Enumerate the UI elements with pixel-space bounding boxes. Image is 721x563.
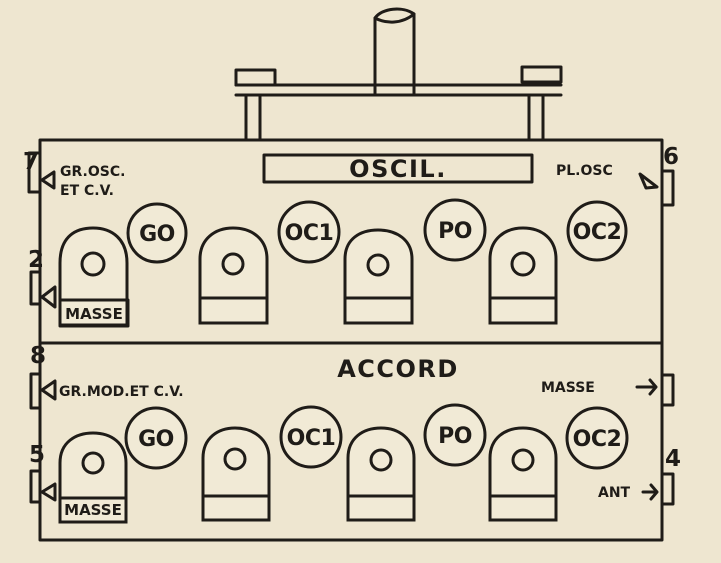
shaft [373, 7, 416, 97]
upper-oc2-circle [566, 200, 628, 262]
right-masse-tab [660, 373, 675, 407]
left-support [244, 93, 262, 142]
terminal-7-tab [27, 151, 42, 194]
lower-po-coil-hole [369, 448, 393, 472]
upper-masse-box [58, 298, 130, 328]
terminal-7-label-line2: ET C.V. [60, 183, 114, 199]
upper-po-label: PO [438, 219, 472, 244]
lower-coil-row: MASSE GO OC1 PO OC2 [58, 403, 629, 524]
terminal-2-arrow-icon [40, 285, 57, 309]
terminal-5-number: 5 [29, 442, 45, 468]
upper-oc2-coil-hole [510, 251, 536, 277]
upper-po-circle [423, 198, 487, 262]
upper-oc1-coil-hole [221, 252, 245, 276]
accord-section: ACCORD 8 GR.MOD.ET C.V. MASSE 4 ANT 5 MA… [29, 343, 681, 524]
terminal-6-arrow-icon [638, 172, 659, 190]
lower-masse-label: MASSE [64, 501, 122, 519]
upper-go-circle [126, 202, 188, 264]
antenna-label: ANT [598, 485, 631, 501]
terminal-5-arrow-icon [40, 482, 57, 502]
lower-go-coil-hole [81, 451, 105, 475]
lower-oc2-coil-hole [511, 448, 535, 472]
upper-oc2-label: OC2 [573, 220, 622, 245]
terminal-5-tab [29, 469, 42, 504]
antenna-tab [660, 472, 675, 506]
right-masse-label: MASSE [541, 380, 595, 396]
oscil-label-box [262, 153, 534, 184]
upper-oc1-circle [277, 200, 341, 264]
accord-label: ACCORD [337, 355, 459, 383]
lower-go-coil-housing [58, 431, 128, 524]
lower-go-circle [124, 406, 188, 470]
terminal-6-number: 6 [663, 144, 679, 170]
terminal-8-tab [29, 372, 42, 410]
shaft-crossbar [234, 83, 563, 97]
upper-oc1-label: OC1 [285, 221, 334, 246]
terminal-2-number: 2 [28, 247, 44, 273]
antenna-arrow-icon [641, 483, 659, 501]
switch-housing [38, 138, 664, 542]
terminal-8-arrow-icon [40, 379, 57, 401]
lower-po-circle [423, 403, 487, 467]
housing-outline [38, 138, 664, 542]
terminal-8-label: GR.MOD.ET C.V. [59, 384, 184, 400]
lower-oc2-circle [565, 406, 629, 470]
lower-go-label: GO [138, 427, 174, 452]
terminal-7-label-line1: GR.OSC. [60, 164, 125, 180]
lower-oc1-coil-housing [201, 426, 271, 522]
shaft-bracket-right [520, 65, 563, 84]
terminal-6-tab [660, 169, 675, 207]
lower-po-coil-housing [346, 426, 416, 522]
right-masse-arrow-icon [635, 378, 658, 396]
oscil-label: OSCIL. [349, 155, 447, 183]
upper-po-coil-housing [343, 228, 414, 325]
upper-coil-row: MASSE GO OC1 PO OC2 [58, 198, 628, 328]
upper-go-label: GO [139, 222, 175, 247]
terminal-4-number: 4 [665, 446, 681, 472]
right-support [527, 93, 545, 142]
lower-po-label: PO [438, 424, 472, 449]
lower-oc2-label: OC2 [573, 427, 622, 452]
lower-oc1-label: OC1 [287, 426, 336, 451]
terminal-6-label: PL.OSC [556, 163, 613, 179]
top-shaft-assembly [234, 7, 563, 142]
terminal-7-number: 7 [23, 149, 39, 175]
terminal-7-arrow-icon [40, 170, 56, 190]
shaft-end [373, 12, 416, 24]
lower-oc2-coil-housing [488, 426, 558, 522]
terminal-8-number: 8 [30, 343, 46, 369]
oscil-section: OSCIL. 7 GR.OSC. ET C.V. 6 PL.OSC 2 MASS… [23, 144, 679, 328]
upper-oc1-coil-housing [198, 226, 269, 325]
upper-po-coil-hole [366, 253, 390, 277]
lower-masse-box [58, 496, 128, 524]
lower-oc1-circle [279, 405, 343, 469]
terminal-2-tab [29, 270, 42, 306]
lower-oc1-coil-hole [223, 447, 247, 471]
upper-go-coil-hole [80, 251, 106, 277]
upper-masse-label: MASSE [65, 305, 123, 323]
